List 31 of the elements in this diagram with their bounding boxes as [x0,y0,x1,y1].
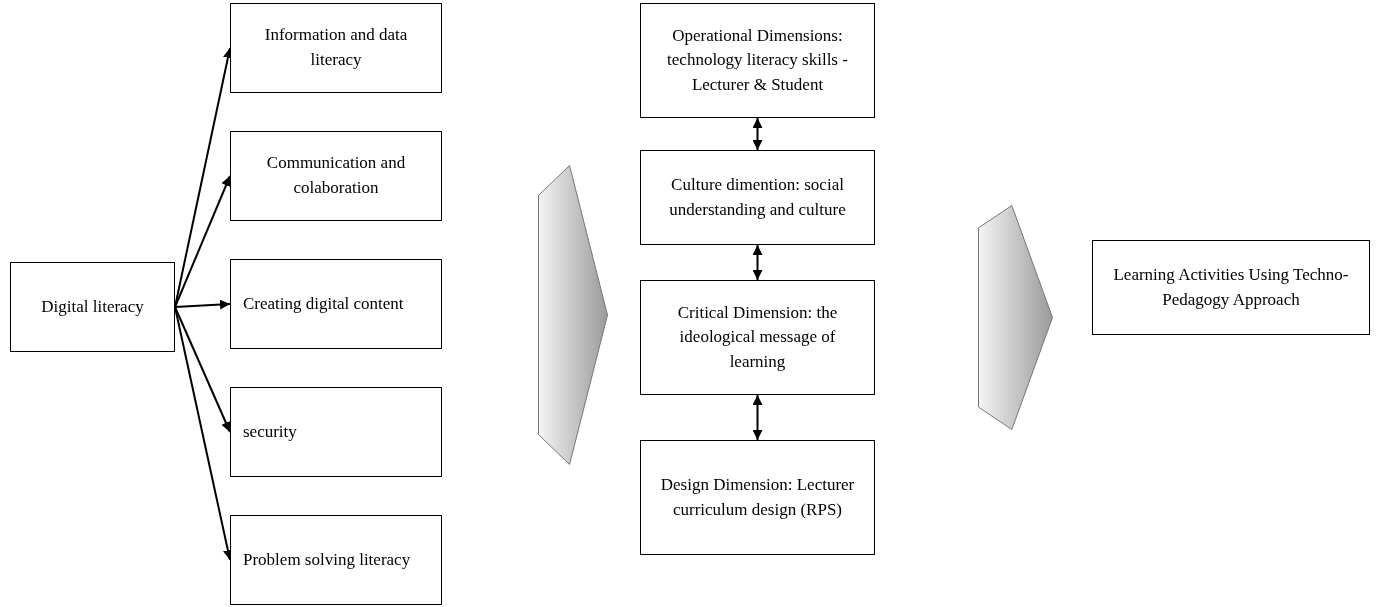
text-box [230,387,442,477]
arrow [752,117,763,151]
text-box [230,515,442,605]
arrow [174,299,231,310]
text-box [640,440,875,555]
box-text: Problem solving literacy [243,548,411,571]
box-text: Learning Activities Using Techno-Pedagogy Approach [1112,263,1350,311]
block-arrow [978,205,1053,430]
text-box [230,259,442,349]
box-text: Digital literacy [41,295,144,318]
text-box [640,280,875,395]
box-text: Critical Dimension: the ideological message of learning [676,301,839,373]
arrow [174,306,233,561]
box-text: Communication and colaboration [265,152,407,199]
box-text: Operational Dimensions: technology literacy skills - Lecturer & Student [666,24,849,96]
box-text: security [243,420,297,443]
box-text: Design Dimension: Lecturer curriculum design (RPS) [659,473,856,521]
box-text: Creating digital content [243,292,404,315]
box-text: Culture dimention: social understanding and culture [668,173,847,221]
arrow [174,306,231,433]
arrow [174,175,231,308]
arrow [752,244,763,281]
arrow [752,394,763,441]
box-text: Information and data literacy [263,24,409,71]
text-box [1092,240,1370,335]
block-arrow [538,165,608,465]
text-box [640,3,875,118]
text-box [230,3,442,93]
text-box [230,131,442,221]
text-box [640,150,875,245]
text-box [10,262,175,352]
